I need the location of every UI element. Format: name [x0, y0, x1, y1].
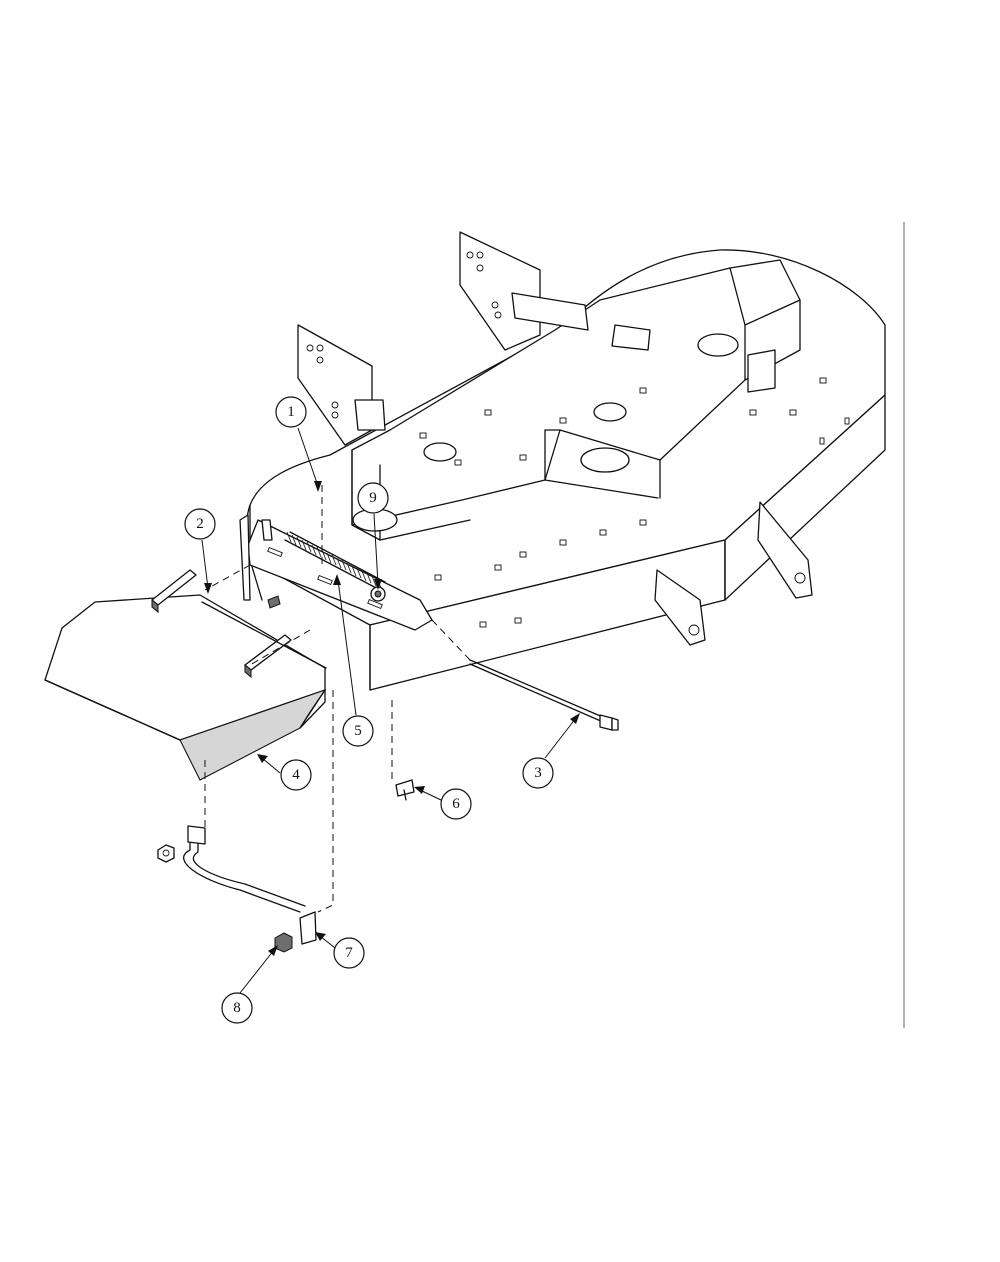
callout-label-2: 2	[196, 516, 204, 532]
spindle-hole-left	[423, 442, 457, 462]
callout-label-4: 4	[292, 767, 300, 783]
torsion-spring	[284, 531, 386, 591]
callout-4	[280, 759, 312, 791]
callout-label-5: 5	[354, 723, 362, 739]
hinge-rod-bolt	[469, 659, 619, 731]
callout-label-1: 1	[287, 404, 295, 420]
callout-8	[221, 992, 253, 1024]
callout-label-8: 8	[233, 1000, 241, 1016]
callout-9	[357, 482, 389, 514]
discharge-chute	[44, 569, 327, 781]
spindle-hole-center	[593, 402, 627, 422]
carriage-bolt	[395, 779, 415, 801]
callout-2	[184, 508, 216, 540]
assembly-lines	[204, 485, 471, 913]
callouts: 1 9 2 5 4 3 6 7	[184, 396, 580, 1024]
callout-3	[522, 757, 554, 789]
callout-label-3: 3	[534, 765, 542, 781]
callout-label-9: 9	[369, 490, 377, 506]
spindle-hole-right	[697, 333, 739, 357]
chute-rod	[183, 825, 317, 945]
callout-5	[342, 715, 374, 747]
callout-label-7: 7	[345, 945, 353, 961]
mower-deck	[245, 231, 886, 691]
nut-left	[157, 844, 175, 863]
spindle-hole-rear	[580, 447, 630, 473]
callout-7	[333, 937, 365, 969]
rear-bracket-right	[459, 231, 541, 351]
callout-6	[440, 788, 472, 820]
callout-1	[275, 396, 307, 428]
nut-lower	[274, 932, 293, 953]
callout-label-6: 6	[452, 796, 460, 812]
